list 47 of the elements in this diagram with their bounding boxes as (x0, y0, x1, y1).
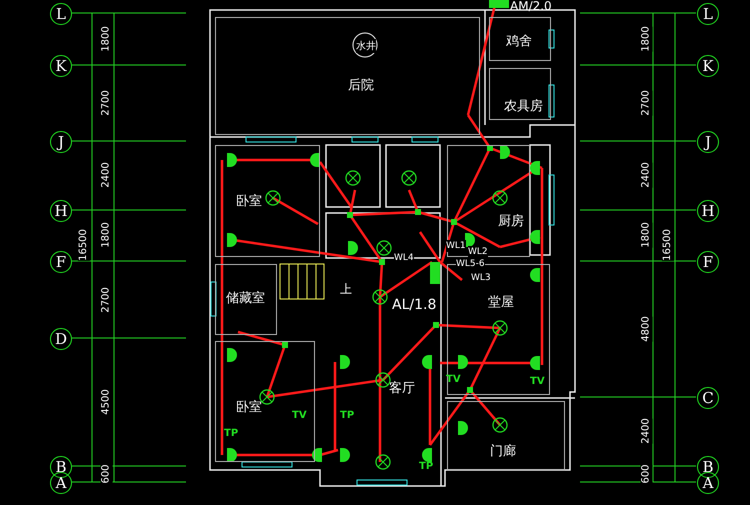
axis-bubble: H (50, 200, 72, 222)
room-label: 卧室 (236, 399, 262, 416)
stair-label: 上 (340, 283, 352, 295)
axis-bubble: A (697, 472, 719, 494)
room-label: 厨房 (498, 213, 524, 230)
dimension-label: 16500 (78, 229, 90, 261)
axis-bubble: B (50, 456, 72, 478)
room-label: 卧室 (236, 193, 262, 210)
circuit-label: WL2 (468, 246, 488, 258)
axis-bubble: J (50, 131, 72, 153)
axis-bubble: F (50, 251, 72, 273)
axis-bubble: L (50, 3, 72, 25)
dimension-label: 16500 (662, 229, 674, 261)
room-label: 农具房 (504, 98, 543, 115)
room-outline (447, 145, 530, 257)
axis-bubble: J (697, 131, 719, 153)
room-outline (215, 264, 277, 335)
room-outline (215, 145, 320, 257)
socket-label: TP (419, 461, 434, 473)
axis-bubble: B (697, 456, 719, 478)
socket-label: TP (224, 428, 238, 440)
room-outline (447, 401, 565, 470)
room-label: 储藏室 (226, 290, 265, 307)
circuit-label: WL1 (446, 240, 466, 252)
socket-label: TV (292, 410, 307, 422)
axis-bubble: A (50, 472, 72, 494)
axis-bubble: F (697, 251, 719, 273)
axis-bubble: D (50, 328, 72, 350)
axis-bubble: L (697, 3, 719, 25)
dimension-label: 600 (100, 464, 112, 484)
room-label: 堂屋 (488, 294, 514, 311)
socket-label: TP (340, 410, 354, 422)
room-outline (489, 17, 551, 61)
room-outline (215, 17, 480, 135)
axis-bubble: K (697, 55, 719, 77)
axis-bubble: H (697, 200, 719, 222)
socket-label: TV (530, 376, 545, 388)
well-label: 水井 (356, 39, 376, 53)
dimension-label: 600 (640, 464, 652, 484)
room-label: 后院 (348, 77, 374, 94)
room-outline (215, 341, 315, 462)
room-label: 鸡舍 (506, 33, 532, 50)
room-outline (489, 68, 551, 120)
axis-bubble: C (697, 387, 719, 409)
room-label: 门廊 (490, 443, 516, 460)
room-label: 客厅 (389, 380, 415, 397)
axis-bubble: K (50, 55, 72, 77)
